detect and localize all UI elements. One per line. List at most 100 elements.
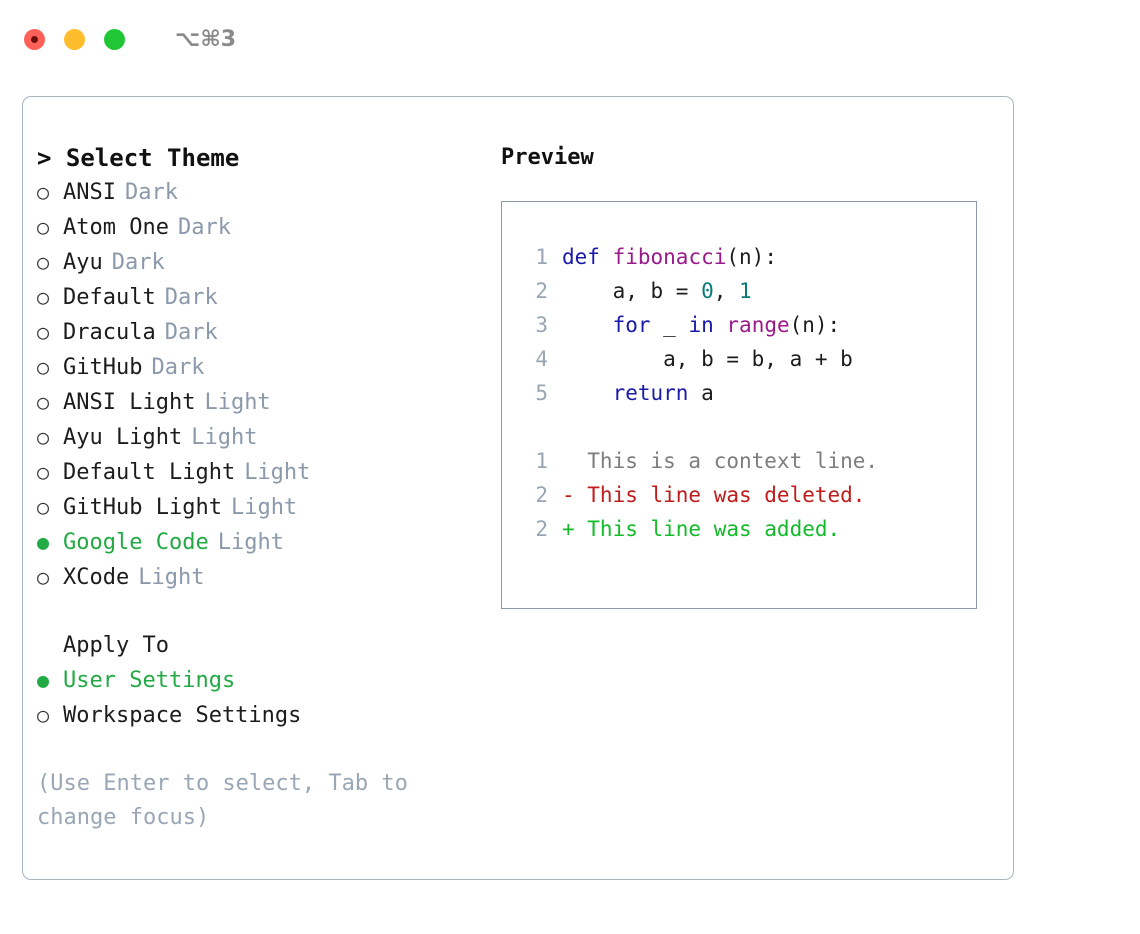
code-line: 3 for _ in range(n):: [518, 308, 976, 342]
code-token: in: [688, 313, 714, 337]
theme-option-label: Default Light: [63, 460, 236, 485]
theme-option-label: ANSI: [63, 180, 116, 205]
radio-unselected-icon: ○: [37, 215, 50, 239]
radio-unselected-icon: ○: [37, 390, 50, 414]
code-token: for: [612, 313, 651, 337]
radio-selected-icon: ●: [37, 530, 50, 554]
code-line-content: return a: [562, 376, 714, 410]
theme-option[interactable]: ● Google Code Light: [37, 525, 497, 560]
theme-option-category: Dark: [151, 355, 205, 380]
code-token: [600, 245, 613, 269]
code-token: [562, 381, 613, 405]
code-line: 1 def fibonacci(n):: [518, 240, 976, 274]
diff-line-content: - This line was deleted.: [562, 483, 866, 507]
diff-line: 2 + This line was added.: [518, 512, 976, 546]
theme-option[interactable]: ○ Default Dark: [37, 280, 497, 315]
theme-option[interactable]: ○ XCode Light: [37, 560, 497, 595]
theme-option-category: Light: [138, 565, 205, 590]
code-token: [714, 313, 727, 337]
theme-option-category: Light: [230, 495, 298, 520]
code-token: def: [562, 245, 600, 269]
theme-option-label: ANSI Light: [63, 390, 196, 415]
theme-option-label: Ayu: [63, 250, 103, 275]
theme-option-label: Ayu Light: [63, 425, 183, 450]
code-line-content: def fibonacci(n):: [562, 240, 777, 274]
minimize-button[interactable]: [64, 28, 85, 50]
apply-to-option-label: Workspace Settings: [63, 703, 302, 728]
theme-option[interactable]: ○ ANSI Light Light: [37, 385, 497, 420]
line-number: 3: [535, 313, 548, 337]
diff-line: 1 This is a context line.: [518, 444, 976, 478]
code-token: ,: [713, 279, 740, 303]
theme-option-category: Dark: [164, 320, 218, 345]
theme-option-label: Google Code: [63, 530, 209, 555]
radio-unselected-icon: ○: [37, 565, 50, 589]
line-number: 2: [535, 279, 548, 303]
code-line-content: a, b = 0, 1: [562, 274, 752, 308]
preview-title: Preview: [501, 145, 594, 170]
window-controls: [24, 28, 125, 50]
theme-option-label: Default: [63, 285, 156, 310]
maximize-button[interactable]: [104, 28, 125, 50]
line-number: 1: [535, 245, 548, 269]
line-number: 2: [535, 517, 548, 541]
code-token: fibonacci: [612, 245, 727, 269]
code-line-content: for _ in range(n):: [562, 308, 841, 342]
radio-unselected-icon: ○: [37, 285, 50, 309]
theme-option-label: GitHub: [63, 355, 143, 380]
theme-option-category: Light: [217, 530, 284, 555]
apply-to-option[interactable]: ○Workspace Settings: [37, 698, 497, 733]
code-token: (n):: [789, 313, 841, 337]
keyboard-hint-text: (Use Enter to select, Tab to change focu…: [37, 771, 422, 830]
theme-option-label: XCode: [63, 565, 130, 590]
title-bar: ⌥⌘3: [0, 0, 1140, 78]
theme-option[interactable]: ○ GitHub Dark: [37, 350, 497, 385]
theme-option-category: Dark: [164, 285, 218, 310]
code-line: 5 return a: [518, 376, 976, 410]
radio-unselected-icon: ○: [37, 495, 50, 519]
line-number: 4: [535, 347, 548, 371]
radio-unselected-icon: ○: [37, 355, 50, 379]
code-token: (n):: [726, 245, 777, 269]
apply-to-option[interactable]: ●User Settings: [37, 663, 497, 698]
radio-unselected-icon: ○: [37, 250, 50, 274]
diff-line-content: This is a context line.: [562, 449, 879, 473]
code-token: return: [612, 381, 689, 405]
code-token: 0: [701, 279, 714, 303]
theme-option-label: Atom One: [63, 215, 169, 240]
apply-to-list[interactable]: ●User Settings○Workspace Settings: [37, 663, 497, 733]
radio-unselected-icon: ○: [37, 320, 50, 344]
radio-selected-icon: ●: [37, 668, 50, 692]
code-token: _: [650, 313, 689, 337]
close-button[interactable]: [24, 28, 45, 50]
code-token: range: [726, 313, 790, 337]
theme-option[interactable]: ○ Default Light Light: [37, 455, 497, 490]
diff-sample: 1 This is a context line.2- This line wa…: [518, 444, 976, 546]
code-line: 4 a, b = b, a + b: [518, 342, 976, 376]
code-token: 1: [739, 279, 752, 303]
theme-option-category: Light: [191, 425, 258, 450]
theme-option[interactable]: ○ Dracula Dark: [37, 315, 497, 350]
code-line: 2 a, b = 0, 1: [518, 274, 976, 308]
radio-unselected-icon: ○: [37, 460, 50, 484]
code-token: a: [688, 381, 714, 405]
diff-line: 2- This line was deleted.: [518, 478, 976, 512]
code-token: a, b = b, a + b: [562, 347, 853, 371]
diff-line-content: + This line was added.: [562, 517, 841, 541]
theme-option-label: Dracula: [63, 320, 156, 345]
select-theme-header: > Select Theme: [37, 144, 240, 172]
theme-option-category: Light: [204, 390, 271, 415]
theme-option-category: Light: [244, 460, 311, 485]
line-number: 5: [535, 381, 548, 405]
